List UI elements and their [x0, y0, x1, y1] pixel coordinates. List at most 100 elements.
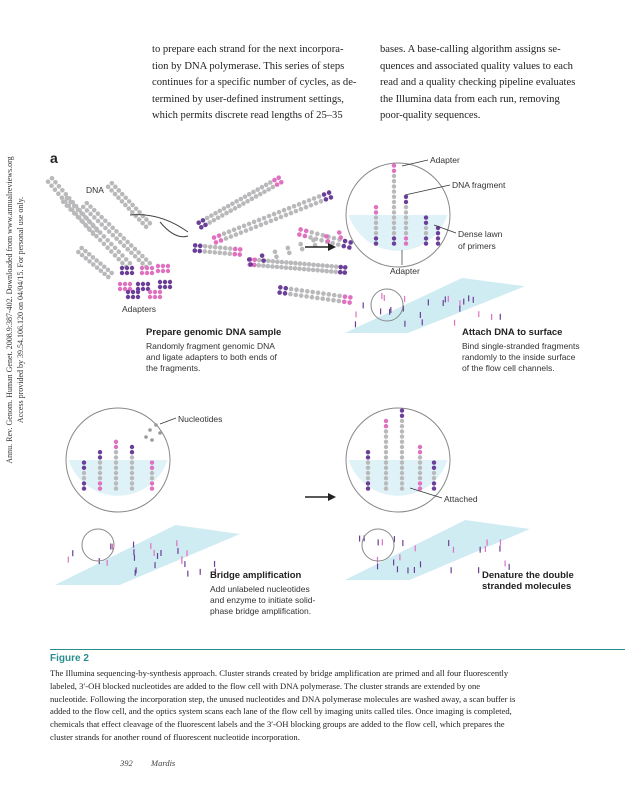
- dna-bead: [320, 296, 325, 301]
- zoom-bead: [98, 471, 102, 475]
- dna-bead: [299, 207, 304, 212]
- nucleotide-dot: [150, 438, 154, 442]
- dna-bead: [192, 248, 197, 253]
- adapter-bead: [158, 280, 162, 284]
- dna-bead: [247, 222, 252, 227]
- dna-bead: [237, 252, 242, 257]
- dna-bead: [249, 226, 254, 231]
- zoom-bead: [366, 476, 370, 480]
- dna-bead: [98, 261, 103, 266]
- figure-caption: Figure 2 The Illumina sequencing-by-synt…: [50, 649, 625, 744]
- dna-bead: [347, 300, 352, 305]
- dna-bead: [277, 210, 282, 215]
- dna-bead: [230, 201, 235, 206]
- adapter-bead: [141, 287, 145, 291]
- dna-bead: [261, 258, 266, 263]
- panel-desc-line: Bind single-stranded fragments: [462, 341, 622, 352]
- dna-bead: [94, 226, 99, 231]
- adapter-bead: [166, 269, 170, 273]
- dna-bead: [217, 233, 222, 238]
- dna-bead: [247, 192, 252, 197]
- dna-bead: [124, 257, 129, 262]
- dna-bead: [324, 234, 329, 239]
- adapter-bead: [126, 295, 130, 299]
- dna-bead: [276, 175, 281, 180]
- zoom-bead: [404, 236, 408, 240]
- dna-bead: [241, 201, 246, 206]
- dna-bead: [88, 204, 93, 209]
- dna-bead: [76, 250, 81, 255]
- dna-bead: [297, 232, 302, 237]
- dna-bead: [95, 265, 100, 270]
- source-circle: [82, 529, 114, 561]
- zoom-bead: [424, 236, 428, 240]
- dna-bead: [84, 201, 89, 206]
- adapter-bead: [136, 290, 140, 294]
- zoom-bead: [366, 481, 370, 485]
- dna-bead: [140, 254, 145, 259]
- zoom-bead: [150, 460, 154, 464]
- zoom-bead: [392, 179, 396, 183]
- dna-bead: [302, 262, 307, 267]
- caption-line: The Illumina sequencing-by-synthesis app…: [50, 667, 625, 680]
- zoom-bead: [418, 455, 422, 459]
- zoom-bead: [82, 476, 86, 480]
- zoom-bead: [384, 445, 388, 449]
- panel-desc-line: and ligate adapters to both ends of: [146, 352, 326, 363]
- dna-bead: [209, 213, 214, 218]
- figure-label: Figure 2: [50, 653, 625, 664]
- dna-bead: [144, 257, 149, 262]
- dna-bead: [76, 215, 81, 220]
- dna-bead: [293, 293, 298, 298]
- dna-bead: [242, 224, 247, 229]
- zoom-bead: [436, 236, 440, 240]
- curved-arrow: [130, 215, 188, 232]
- zoom-bead: [392, 174, 396, 178]
- dna-bead: [312, 196, 317, 201]
- dna-bead: [233, 206, 238, 211]
- caption-line: nucleotide. Following the incorporation …: [50, 693, 625, 706]
- dna-bead: [91, 255, 96, 260]
- zoom-bead: [418, 450, 422, 454]
- zoom-bead: [400, 460, 404, 464]
- adapter-bead: [145, 266, 149, 270]
- dna-bead: [94, 258, 99, 263]
- dna-bead: [298, 261, 303, 266]
- dna-bead: [348, 295, 353, 300]
- label-dna: DNA: [86, 185, 104, 195]
- dna-bead: [193, 243, 198, 248]
- dna-bead: [327, 190, 332, 195]
- zoom-bead: [384, 450, 388, 454]
- dna-bead: [338, 270, 343, 275]
- caption-text: The Illumina sequencing-by-synthesis app…: [50, 667, 625, 744]
- dna-bead: [197, 249, 202, 254]
- dna-bead: [306, 267, 311, 272]
- zoom-bead: [400, 408, 404, 412]
- zoom-bead: [130, 486, 134, 490]
- panel-desc-line: the fragments.: [146, 363, 326, 374]
- zoom-bead: [82, 481, 86, 485]
- dna-bead: [260, 185, 265, 190]
- dna-bead: [87, 226, 92, 231]
- dna-bead: [243, 194, 248, 199]
- zoom-bead: [392, 210, 396, 214]
- dna-bead: [275, 182, 280, 187]
- dna-bead: [207, 250, 212, 255]
- dna-bead: [272, 178, 277, 183]
- dna-bead: [110, 181, 115, 186]
- adapter-bead: [136, 295, 140, 299]
- dna-bead: [113, 253, 118, 258]
- dna-bead: [248, 262, 253, 267]
- dna-bead: [212, 250, 217, 255]
- adapter-bead: [146, 282, 150, 286]
- dna-bead: [320, 268, 325, 273]
- zoom-bead: [400, 424, 404, 428]
- dna-bead: [87, 219, 92, 224]
- adapter-bead: [120, 266, 124, 270]
- panel-denature: Denature the double stranded molecules: [482, 570, 622, 592]
- dna-bead: [283, 291, 288, 296]
- dna-bead: [283, 286, 288, 291]
- zoom-bead: [392, 241, 396, 245]
- dna-bead: [94, 234, 99, 239]
- dna-bead: [99, 215, 104, 220]
